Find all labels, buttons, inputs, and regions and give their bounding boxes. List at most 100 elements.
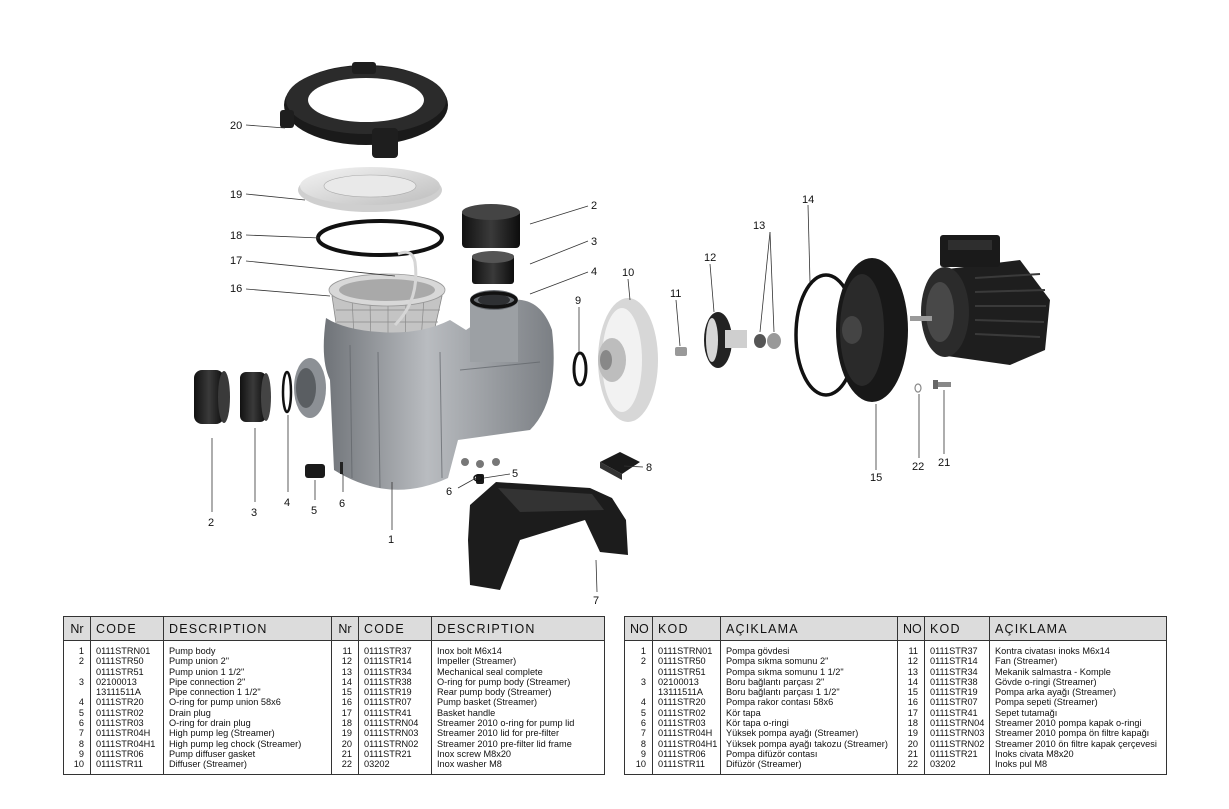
table-cell: 4 — [640, 697, 646, 708]
table-cell: 8 — [78, 738, 84, 749]
table-cell: 0111STR11 — [96, 759, 143, 770]
header-aciklama: AÇIKLAMA — [989, 616, 1167, 641]
table-cell: 12 — [341, 656, 352, 667]
table-cell: O-ring for pump union 58x6 — [169, 697, 281, 708]
table-cell: 1 — [78, 646, 84, 656]
table-cell: Pompa sepeti (Streamer) — [995, 697, 1098, 708]
table-cell: 20 — [341, 738, 352, 749]
callout-5-lower: 5 — [311, 505, 317, 517]
header-kod: KOD — [924, 616, 990, 641]
table-cell: O-ring for pump body (Streamer) — [437, 676, 571, 687]
callout-13: 13 — [753, 220, 765, 232]
table-cell: Sepet tutamağı — [995, 707, 1058, 718]
table-cell: 0111STR04H1 — [96, 738, 156, 749]
callout-5-upper: 5 — [512, 468, 518, 480]
pump-body-part — [294, 290, 554, 490]
table-cell: 15 — [907, 687, 918, 698]
callout-3-upper: 3 — [591, 236, 597, 248]
drain-plug-parts — [305, 462, 484, 484]
table-cell: Kontra civatası inoks M6x14 — [995, 646, 1110, 656]
callout-2-lower: 2 — [208, 517, 214, 529]
header-nr: Nr — [63, 616, 91, 641]
table-cell: 0111STR20 — [658, 697, 706, 708]
lid-o-ring-part — [316, 219, 444, 257]
table-cell: Basket handle — [437, 707, 496, 718]
table-cell: 13 — [907, 666, 918, 677]
table-cell: Kör tapa o-ringi — [726, 718, 789, 729]
table-cell: Mekanik salmastra - Komple — [995, 666, 1111, 677]
table-cell: Diffuser (Streamer) — [169, 759, 247, 770]
table-cell: 0111STR14 — [930, 656, 978, 667]
table-cell: Pipe connection 1 1/2" — [169, 687, 261, 698]
pre-filter-lid-frame-part — [280, 62, 448, 158]
table-cell: 0111STR04H — [96, 728, 151, 739]
table-header-row: NO KOD AÇIKLAMA NO KOD AÇIKLAMA — [624, 616, 1167, 641]
table-cell: 0111STR03 — [96, 718, 144, 729]
table-cell: 0111STR14 — [364, 656, 412, 667]
table-cell: 10 — [73, 759, 84, 770]
table-cell: 0111STR37 — [364, 646, 412, 656]
table-cell: 6 — [78, 718, 84, 729]
callout-22: 22 — [912, 461, 924, 473]
table-cell: 2 — [640, 656, 646, 667]
table-cell: 15 — [341, 687, 352, 698]
table-cell: 14 — [341, 676, 352, 687]
table-cell: 0111STRN03 — [930, 728, 985, 739]
table-cell: Pompa gövdesi — [726, 646, 790, 656]
table-cell: 0111STR34 — [364, 666, 412, 677]
table-cell: Boru bağlantı parçası 1 1/2" — [726, 687, 840, 698]
callout-4-lower: 4 — [284, 497, 290, 509]
header-no: NO — [624, 616, 653, 641]
table-cell: 11 — [908, 646, 918, 656]
table-cell: High pump leg (Streamer) — [169, 728, 275, 739]
diffuser-part — [598, 298, 658, 422]
impeller-parts — [675, 312, 781, 368]
high-pump-leg-part — [468, 452, 640, 590]
table-cell: Streamer 2010 ön filtre kapak çerçevesi — [995, 738, 1157, 749]
table-cell: 0111STR19 — [930, 687, 978, 698]
callout-19: 19 — [230, 189, 242, 201]
table-cell: 18 — [907, 718, 918, 729]
callout-21: 21 — [938, 457, 950, 469]
table-cell: 02100013 — [96, 676, 137, 687]
table-cell: 13 — [341, 666, 352, 677]
table-cell: Pompa difüzör contası — [726, 748, 818, 759]
table-cell: 0111STR50 — [96, 656, 144, 667]
table-cell: 5 — [78, 707, 84, 718]
table-cell: 0111STR51 — [658, 666, 706, 677]
callout-6-lower: 6 — [339, 498, 345, 510]
table-cell: 13111511A — [96, 687, 141, 698]
header-description: DESCRIPTION — [431, 616, 605, 641]
table-cell: 12 — [907, 656, 918, 667]
table-cell: 0111STR02 — [96, 707, 144, 718]
table-cell: 6 — [640, 718, 646, 729]
table-cell: 9 — [78, 748, 84, 759]
table-cell: Pump basket (Streamer) — [437, 697, 538, 708]
table-cell: 0111STRN04 — [930, 718, 985, 729]
table-cell: 0111STRN01 — [658, 646, 713, 656]
table-cell: 11 — [342, 646, 352, 656]
table-cell: 0111STRN02 — [930, 738, 985, 749]
callout-11: 11 — [670, 288, 681, 300]
table-cell: 0111STR38 — [364, 676, 412, 687]
upper-union-parts — [462, 204, 520, 309]
callout-18: 18 — [230, 230, 242, 242]
diffuser-gasket-part — [572, 351, 588, 387]
basket-handle-part — [393, 250, 418, 327]
table-cell: 0111STR04H1 — [658, 738, 718, 749]
table-cell — [69, 687, 84, 697]
header-no: NO — [897, 616, 925, 641]
table-cell: 20 — [907, 738, 918, 749]
callout-16: 16 — [230, 283, 242, 295]
leader-lines — [211, 124, 945, 593]
table-cell: 16 — [341, 697, 352, 708]
table-cell: Fan (Streamer) — [995, 656, 1058, 667]
callout-7: 7 — [593, 595, 599, 607]
table-cell — [630, 667, 646, 677]
table-cell: Gövde o-ringi (Streamer) — [995, 676, 1097, 687]
table-cell: Streamer 2010 lid for pre-filter — [437, 728, 560, 739]
table-cell: Inoks pul M8 — [995, 759, 1048, 770]
table-cell — [69, 667, 84, 677]
table-cell: 17 — [341, 707, 352, 718]
